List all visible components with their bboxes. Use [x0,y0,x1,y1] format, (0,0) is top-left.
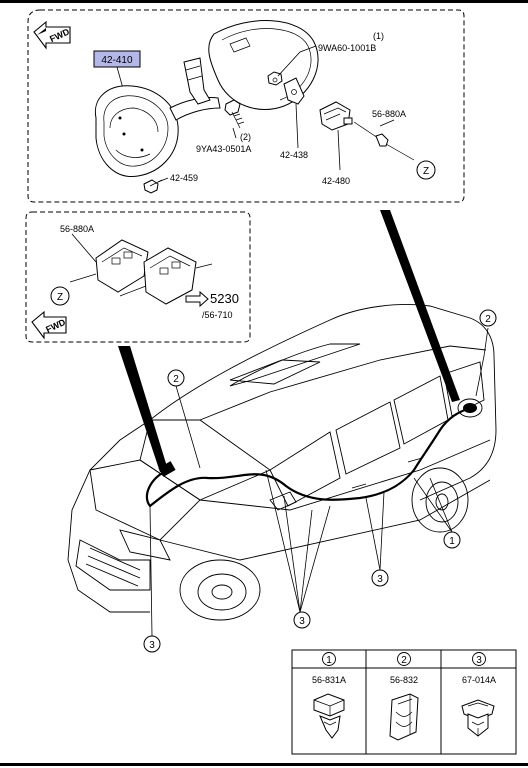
sub-zone-z-label: Z [57,292,63,303]
part-9wa60-label[interactable]: 9WA60-1001B [318,43,376,53]
leader-9ya43 [232,127,237,139]
fuel-lid-panel [94,85,179,177]
harness-connector [158,461,176,477]
top-rule [0,0,528,3]
bracket-42-438 [283,77,305,105]
leader-56-880a [379,119,395,127]
leader-42-438 [295,103,299,149]
part-56-880a-label[interactable]: 56-880A [372,109,406,119]
zone-z-circle [416,160,436,180]
pointer-wedge-sub [118,346,168,472]
actuator-42-480 [319,101,353,131]
part-42-480-label[interactable]: 42-480 [322,176,350,186]
part-42-438-label[interactable]: 42-438 [280,150,308,160]
svg-text:1: 1 [326,655,332,666]
svg-text:2: 2 [401,655,407,666]
table-header-1: 1 [322,652,336,666]
svg-text:3: 3 [476,655,482,666]
leader-42-480 [337,129,341,171]
fuel-lid-detail: FWD 42-410 (2) 9 [27,9,465,203]
bottom-rule [0,763,528,766]
part-9ya43-label[interactable]: 9YA43-0501A [196,144,251,154]
callout-3-mid[interactable]: 3 [371,569,389,587]
part-9ya43-qty: (2) [240,132,251,142]
sub-frame [25,211,251,343]
harness-56-880a [353,121,415,161]
clip-56-832-icon [389,693,419,741]
clip-table: 1 2 3 56-831A 56-832 67-014A [291,649,517,755]
clip-42-459 [143,179,163,194]
pointer-wedge-main [380,210,460,402]
clip-part-56-832[interactable]: 56-832 [390,675,418,685]
detail-frame [27,9,465,203]
zone-z-label: Z [423,166,429,177]
svg-text:3: 3 [377,574,383,585]
ref-sub-label[interactable]: /56-710 [202,310,233,320]
sub-fwd-arrow-icon: FWD [31,310,67,340]
clip-part-67-014a[interactable]: 67-014A [462,675,496,685]
sub-part-label[interactable]: 56-880A [60,224,94,234]
leader-42-459 [157,177,169,183]
clip-67-014a-icon [461,699,495,737]
svg-text:3: 3 [149,640,155,651]
sub-zone-z-circle [50,286,70,306]
callout-2-top-right[interactable]: 2 [479,309,497,327]
svg-text:2: 2 [485,314,491,325]
table-header-2: 2 [397,652,411,666]
harness-routing [145,406,471,508]
connector-pair [69,239,213,305]
fuel-lid-hinge [169,57,221,121]
vehicle-illustration [67,304,497,621]
callout-2-top-left[interactable]: 2 [167,369,185,387]
ref-main-label[interactable]: 5230 [210,291,239,306]
callout-3-left[interactable]: 3 [143,635,161,653]
pointing-hand-icon [185,290,209,308]
callout-leaders [149,327,489,637]
svg-text:3: 3 [299,616,305,627]
callout-1[interactable]: 1 [443,531,461,549]
leader-9wa60 [277,45,317,77]
part-9wa60-qty: (1) [373,31,384,41]
svg-text:1: 1 [449,536,455,547]
connector-detail: 56-880A Z 5230 /56-710 FWD [25,211,251,343]
clip-56-831a-icon [313,693,345,739]
fwd-arrow-icon: FWD [33,20,71,50]
part-42-410-label[interactable]: 42-410 [101,55,133,66]
part-42-459-label[interactable]: 42-459 [170,173,198,183]
clip-part-56-831a[interactable]: 56-831A [312,675,346,685]
callout-3-bottom[interactable]: 3 [293,611,311,629]
leader-sub-56-880a [71,233,97,263]
svg-text:2: 2 [173,374,179,385]
table-header-3: 3 [472,652,486,666]
